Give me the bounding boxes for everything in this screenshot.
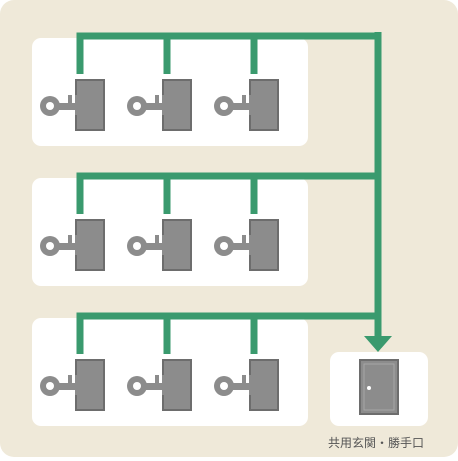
door-with-key-icon: [214, 79, 279, 131]
arrow-down-icon: [364, 336, 392, 352]
floor-3-branch: [76, 312, 380, 354]
units-layer: [40, 79, 279, 411]
door-with-key-icon: [214, 359, 279, 411]
door-with-key-icon: [214, 219, 279, 271]
connection-lines: [76, 32, 382, 354]
door-with-key-icon: [127, 79, 192, 131]
floor-2-branch: [76, 172, 380, 214]
common-entrance-caption: 共用玄関・勝手口: [327, 436, 424, 450]
door-with-key-icon: [127, 359, 192, 411]
door-with-key-icon: [40, 359, 105, 411]
door-icon: [359, 359, 399, 415]
floor-1-branch: [76, 32, 380, 74]
door-with-key-icon: [40, 79, 105, 131]
door-with-key-icon: [40, 219, 105, 271]
door-with-key-icon: [127, 219, 192, 271]
